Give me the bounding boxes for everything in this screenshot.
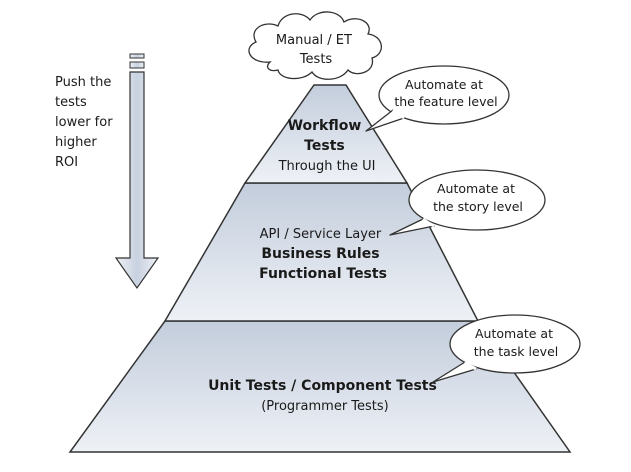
callout-line: Automate at: [405, 77, 483, 92]
tier-line: (Programmer Tests): [261, 399, 389, 414]
side-note: Push the tests lower for higher ROI: [55, 75, 117, 170]
side-note-line: lower for: [55, 115, 113, 130]
callout-story-level: Automate at the story level: [389, 169, 546, 236]
tier-line: Unit Tests / Component Tests: [208, 378, 437, 394]
callout-line: the feature level: [394, 94, 497, 109]
tier-line: Business Rules: [261, 246, 379, 262]
push-down-arrow: [114, 53, 160, 290]
side-note-line: ROI: [55, 155, 78, 170]
callout-line: the task level: [474, 344, 559, 359]
side-note-line: higher: [55, 135, 97, 150]
tier-top-label: Workflow Tests Through the UI: [278, 115, 376, 174]
callout-line: Automate at: [437, 181, 515, 196]
tier-line: API / Service Layer: [260, 227, 382, 242]
tier-line: Functional Tests: [259, 266, 387, 282]
callout-line: Automate at: [475, 326, 553, 341]
svg-text:Automate at the task lev: Automate at the task level: [474, 326, 559, 359]
callout-line: the story level: [433, 199, 523, 214]
tier-middle-label: API / Service Layer Business Rules Funct…: [259, 223, 387, 282]
manual-tests-cloud: Manual / ET Tests: [248, 11, 382, 80]
cloud-line: Tests: [299, 52, 333, 67]
cloud-line: Manual / ET: [276, 33, 352, 48]
side-note-line: tests: [55, 95, 87, 110]
tier-line: Through the UI: [278, 159, 376, 174]
svg-text:Automate at the feature: Automate at the feature level: [394, 77, 497, 109]
pyramid-tier-top: [243, 84, 409, 184]
callout-feature-level: Automate at the feature level: [365, 65, 510, 132]
callout-task-level: Automate at the task level: [432, 314, 581, 383]
tier-bottom-label: Unit Tests / Component Tests (Programmer…: [208, 375, 442, 414]
svg-text:Manual / ET Tests: Manual / ET Tests: [276, 33, 356, 67]
svg-text:Automate at the story le: Automate at the story level: [433, 181, 523, 214]
tier-line: Tests: [304, 138, 345, 154]
tier-line: Workflow: [288, 118, 362, 134]
side-note-line: Push the: [55, 75, 111, 90]
